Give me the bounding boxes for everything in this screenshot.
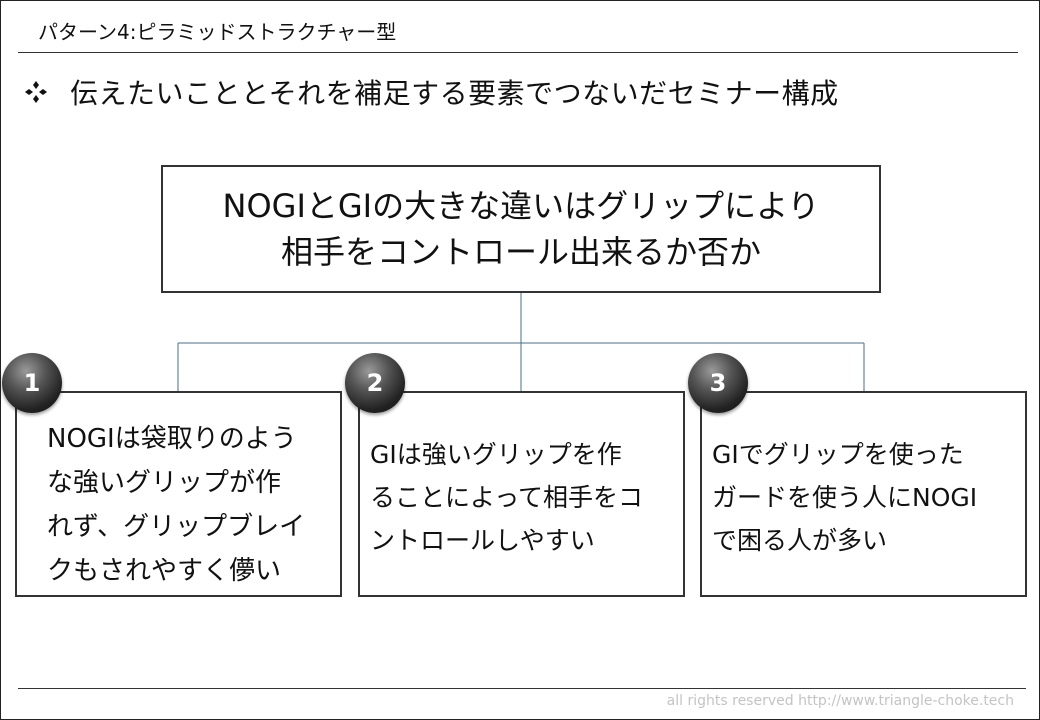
diamond-bullet-icon — [25, 81, 47, 103]
card-2-line-2: ることによって相手をコ — [370, 483, 644, 512]
card-3-line-3: で困る人が多い — [712, 526, 888, 555]
support-card-2: GIは強いグリップを作 ることによって相手をコ ントロールしやすい — [358, 391, 685, 597]
card-3-line-2: ガードを使う人にNOGI — [712, 483, 978, 512]
support-card-3: GIでグリップを使った ガードを使う人にNOGI で困る人が多い — [700, 391, 1027, 597]
bullet-row: 伝えたいこととそれを補足する要素でつないだセミナー構成 — [24, 72, 839, 112]
number-badge-1: 1 — [2, 353, 62, 413]
footer-copyright: all rights reserved http://www.triangle-… — [666, 693, 1014, 709]
card-1-line-4: クもされやすく儚い — [47, 556, 282, 586]
title-divider — [18, 52, 1018, 53]
footer-divider — [18, 688, 1026, 689]
number-badge-2: 2 — [345, 353, 405, 413]
card-2-line-3: ントロールしやすい — [370, 526, 595, 555]
main-message-line-1: NOGIとGIの大きな違いはグリップにより — [222, 187, 820, 225]
card-1-line-3: れず、グリップブレイ — [47, 512, 306, 542]
card-3-line-1: GIでグリップを使った — [712, 440, 964, 469]
main-message-box: NOGIとGIの大きな違いはグリップにより 相手をコントロール出来るか否か — [161, 165, 881, 293]
card-2-line-1: GIは強いグリップを作 — [370, 440, 622, 469]
main-message-line-2: 相手をコントロール出来るか否か — [280, 233, 761, 271]
card-1-line-2: な強いグリップが作 — [47, 468, 282, 498]
number-badge-3: 3 — [688, 353, 748, 413]
slide-title: パターン4:ピラミッドストラクチャー型 — [38, 20, 397, 44]
bullet-text: 伝えたいこととそれを補足する要素でつないだセミナー構成 — [70, 77, 839, 110]
support-card-1: NOGIは袋取りのよう な強いグリップが作 れず、グリップブレイ クもされやすく… — [15, 391, 342, 597]
card-1-line-1: NOGIは袋取りのよう — [47, 424, 297, 454]
